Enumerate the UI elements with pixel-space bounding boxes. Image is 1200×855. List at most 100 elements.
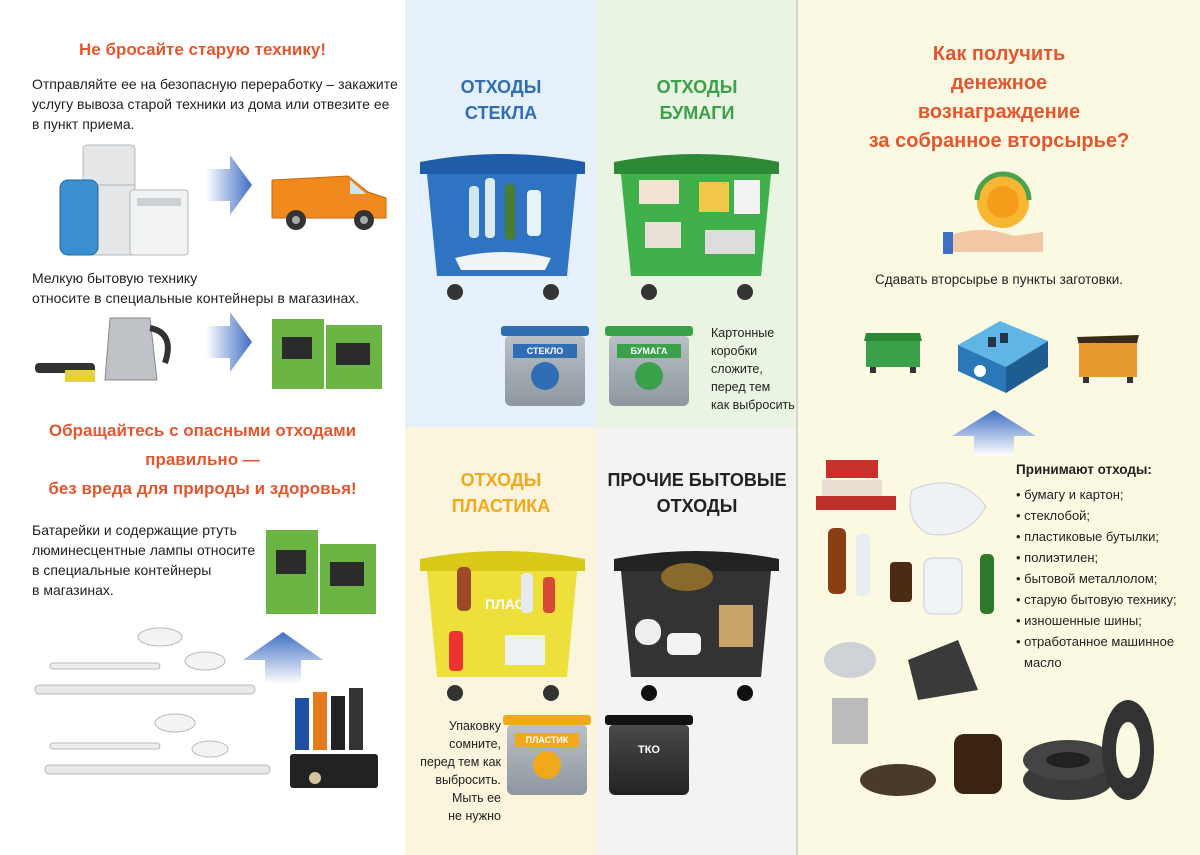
title-line: ПЛАСТИКА [451,496,551,516]
bin-label: СТЕКЛО [513,344,577,358]
text-line: в магазинах. [32,582,114,598]
glass-container-illustration [420,154,585,300]
bin-label: ТКО [638,744,660,756]
title-line: ОТХОДЫ [460,77,542,97]
paper-container-illustration [614,154,779,300]
glass-title: ОТХОДЫ СТЕКЛА [405,74,597,126]
accept-list-item: • пластиковые бутылки; [1016,529,1159,544]
note-line: выбросить. [435,773,501,787]
hand-coin-icon [943,171,1043,254]
accept-list-item: • бытовой металлолом; [1016,571,1158,586]
green-container-icon [864,333,922,373]
accept-list-item: • стеклобой; [1016,508,1091,523]
plastic-title: ОТХОДЫ ПЛАСТИКА [405,467,597,519]
text-line: в пункт приема. [32,116,135,132]
arrow-right-icon [206,155,252,215]
accept-list-item: • полиэтилен; [1016,550,1099,565]
heading-hazardous-waste: Обращайтесь с опасными отходами правильн… [0,416,405,503]
text-line: Мелкую бытовую технику [32,270,198,286]
bin-label: ПЛАСТИК [515,733,579,747]
title-line: БУМАГИ [659,103,735,123]
glass-waste-panel: ОТХОДЫ СТЕКЛА СТЕКЛО [405,0,597,427]
text-line: услугу вывоза старой техники из дома или… [32,96,390,112]
box-icon [635,362,663,390]
orange-container-icon [1077,335,1139,383]
plastic-container-illustration: ПЛАСТ [420,551,585,701]
note-line: сложите, [711,362,763,376]
paper-waste-panel: ОТХОДЫ БУМАГИ БУМАГА Картонные коробки с… [597,0,797,427]
text-line: Отправляйте ее на безопасную переработку… [32,76,398,92]
lamps-illustration [34,627,271,775]
paper-small-bin: БУМАГА [605,326,693,406]
van-illustration [271,175,387,230]
heading-line: вознаграждение [917,101,1081,123]
note-line: Упаковку [448,719,501,733]
bin-label: БУМАГА [617,344,681,358]
note-line: коробки [711,344,758,358]
recyclables-illustration [816,460,1002,796]
recycling-point-icon [958,321,1048,393]
arrow-right-icon [206,312,252,372]
hand-caption: Сдавать вторсырье в пункты заготовки. [874,272,1124,287]
old-appliances-text: Отправляйте ее на безопасную переработку… [32,74,402,134]
title-line: ОТХОДЫ [656,496,738,516]
note-line: как выбросить [711,398,795,412]
bottle-icon [531,362,559,390]
heading-line: без вреда для природы и здоровья! [48,479,357,498]
store-containers-illustration [272,319,382,389]
other-title: ПРОЧИЕ БЫТОВЫЕ ОТХОДЫ [597,467,797,519]
panel-divider [796,0,798,855]
plastic-small-bin: ПЛАСТИК [503,715,591,795]
batteries-illustration [290,688,378,788]
text-line: люминесцентные лампы относите [32,542,256,558]
accept-list-item: • изношенные шины; [1016,613,1142,628]
batteries-text: Батарейки и содержащие ртуть люминесцент… [32,520,262,600]
store-containers-illustration [266,530,376,614]
small-appliances-illustration [35,317,171,382]
heading-line: за собранное вторсырье? [868,130,1130,152]
note-line: перед тем [711,380,771,394]
plastic-waste-panel: ОТХОДЫ ПЛАСТИКА ПЛАСТ Упаковку сомните, … [405,427,597,855]
accept-list-item: масло [1024,655,1062,670]
text-line: в специальные контейнеры [32,562,212,578]
arrow-up-icon [243,632,323,684]
other-container-illustration [614,551,779,701]
note-line: Картонные [711,326,775,340]
heading-line: Обращайтесь с опасными отходами [48,421,357,440]
title-line: СТЕКЛА [464,103,538,123]
heading-line: Как получить [932,43,1066,65]
other-waste-panel: ПРОЧИЕ БЫТОВЫЕ ОТХОДЫ ТКО [597,427,797,855]
bin-lid [605,715,693,725]
paper-title: ОТХОДЫ БУМАГИ [597,74,797,126]
heading-reward: Как получить денежное вознаграждение за … [798,40,1200,156]
title-line: ОТХОДЫ [460,470,542,490]
bin-lid [605,326,693,336]
title-line: ОТХОДЫ [656,77,738,97]
arrow-up-icon [952,410,1036,456]
old-appliances-illustration [59,144,189,256]
bottle-icon [533,751,561,779]
title-line: ПРОЧИЕ БЫТОВЫЕ [607,470,787,490]
note-line: не нужно [448,809,501,823]
bin-lid [503,715,591,725]
small-appliances-text: Мелкую бытовую технику относите в специа… [32,268,402,308]
right-panel: Как получить денежное вознаграждение за … [798,0,1200,855]
heading-old-appliances: Не бросайте старую технику! [78,40,326,59]
accept-title: Принимают отходы: [1016,462,1152,477]
note-line: перед тем как [420,755,501,769]
other-small-bin: ТКО [605,715,693,795]
accept-list-item: • бумагу и картон; [1016,487,1124,502]
accept-list-item: • отработанное машинное [1016,634,1175,649]
heading-line: денежное [950,72,1048,94]
plastic-note: Упаковку сомните, перед тем как выбросит… [413,717,501,825]
left-panel: Не бросайте старую технику! Отправляйте … [0,0,405,855]
paper-note: Картонные коробки сложите, перед тем как… [711,324,797,414]
note-line: Мыть ее [451,791,501,805]
accept-list: • бумагу и картон; • стеклобой; • пласти… [1016,484,1200,673]
tires-illustration [1023,700,1154,800]
heading-line: правильно — [145,450,260,469]
glass-small-bin: СТЕКЛО [501,326,589,406]
accept-list-item: • старую бытовую технику; [1016,592,1177,607]
bin-lid [501,326,589,336]
